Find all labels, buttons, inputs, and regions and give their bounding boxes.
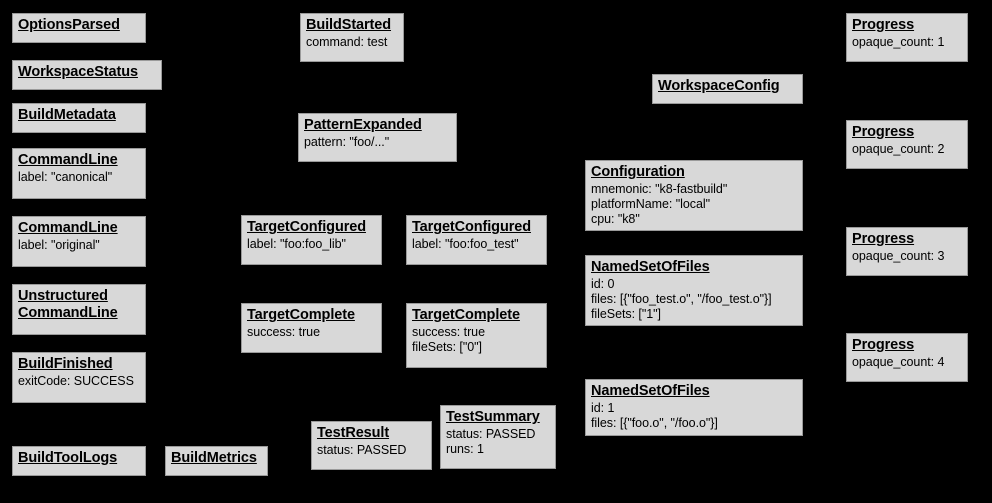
node-build-tool-logs[interactable]: BuildToolLogs: [12, 446, 146, 476]
node-fields: label: "canonical": [18, 170, 140, 185]
node-fields: pattern: "foo/...": [304, 135, 451, 150]
node-options-parsed[interactable]: OptionsParsed: [12, 13, 146, 43]
node-build-metrics[interactable]: BuildMetrics: [165, 446, 268, 476]
node-title: BuildMetrics: [171, 450, 257, 466]
node-workspace-config[interactable]: WorkspaceConfig: [652, 74, 803, 104]
node-fields: success: true: [247, 325, 376, 340]
node-fields: command: test: [306, 35, 398, 50]
node-title: BuildStarted: [306, 17, 392, 33]
node-field: opaque_count: 2: [852, 142, 945, 157]
node-workspace-status[interactable]: WorkspaceStatus: [12, 60, 162, 90]
node-progress-4[interactable]: Progress opaque_count: 4: [846, 333, 968, 382]
node-title: NamedSetOfFiles: [591, 383, 710, 399]
node-build-metadata[interactable]: BuildMetadata: [12, 103, 146, 133]
node-title: TargetConfigured: [412, 219, 531, 235]
node-title: NamedSetOfFiles: [591, 259, 710, 275]
node-title: Configuration: [591, 164, 685, 180]
node-configuration[interactable]: Configuration mnemonic: "k8-fastbuild"pla…: [585, 160, 803, 231]
node-field: fileSets: ["1"]: [591, 306, 661, 321]
node-field: status: PASSED: [317, 443, 407, 458]
node-command-line-canonical[interactable]: CommandLine label: "canonical": [12, 148, 146, 199]
node-field: label: "foo:foo_test": [412, 237, 519, 252]
node-command-line-original[interactable]: CommandLine label: "original": [12, 216, 146, 267]
node-title: Progress: [852, 337, 915, 353]
node-field: success: true: [247, 325, 320, 340]
node-field: opaque_count: 4: [852, 355, 945, 370]
node-target-configured-foo-test[interactable]: TargetConfigured label: "foo:foo_test": [406, 215, 547, 265]
node-fields: label: "foo:foo_test": [412, 237, 541, 252]
node-fields: status: PASSED: [317, 443, 426, 458]
node-fields: opaque_count: 4: [852, 355, 962, 370]
node-title: CommandLine: [18, 220, 118, 236]
node-title: WorkspaceStatus: [18, 64, 138, 80]
node-title: Unstructured CommandLine: [18, 288, 118, 322]
node-unstructured-command-line[interactable]: Unstructured CommandLine: [12, 284, 146, 335]
node-progress-1[interactable]: Progress opaque_count: 1: [846, 13, 968, 62]
node-title: TestSummary: [446, 409, 540, 425]
node-field: label: "original": [18, 238, 100, 253]
node-title: TargetConfigured: [247, 219, 366, 235]
node-title: TargetComplete: [412, 307, 520, 323]
node-pattern-expanded[interactable]: PatternExpanded pattern: "foo/...": [298, 113, 457, 162]
node-fields: opaque_count: 2: [852, 142, 962, 157]
node-title: TargetComplete: [247, 307, 355, 323]
node-field: label: "canonical": [18, 170, 113, 185]
node-progress-3[interactable]: Progress opaque_count: 3: [846, 227, 968, 276]
node-title: Progress: [852, 124, 915, 140]
node-target-complete-lib[interactable]: TargetComplete success: true: [241, 303, 382, 353]
node-field: mnemonic: "k8-fastbuild": [591, 182, 728, 197]
node-build-started[interactable]: BuildStarted command: test: [300, 13, 404, 62]
node-title: Progress: [852, 17, 915, 33]
node-field: files: [{"foo.o", "/foo.o"}]: [591, 415, 718, 430]
node-fields: exitCode: SUCCESS: [18, 374, 140, 389]
node-title: PatternExpanded: [304, 117, 422, 133]
node-field: opaque_count: 3: [852, 249, 945, 264]
node-fields: label: "foo:foo_lib": [247, 237, 376, 252]
node-field: label: "foo:foo_lib": [247, 237, 346, 252]
node-title: WorkspaceConfig: [658, 78, 780, 94]
node-fields: opaque_count: 3: [852, 249, 962, 264]
node-field: command: test: [306, 35, 388, 50]
node-field: files: [{"foo_test.o", "/foo_test.o"}]: [591, 291, 772, 306]
node-field: cpu: "k8": [591, 211, 640, 226]
node-field: success: true: [412, 325, 485, 340]
node-title: CommandLine: [18, 152, 118, 168]
node-title: OptionsParsed: [18, 17, 120, 33]
node-field: fileSets: ["0"]: [412, 339, 482, 354]
node-field: pattern: "foo/...": [304, 135, 390, 150]
node-field: runs: 1: [446, 441, 484, 456]
node-target-configured-foo-lib[interactable]: TargetConfigured label: "foo:foo_lib": [241, 215, 382, 265]
node-field: id: 1: [591, 401, 615, 416]
node-fields: opaque_count: 1: [852, 35, 962, 50]
node-fields: mnemonic: "k8-fastbuild"platformName: "l…: [591, 182, 797, 226]
node-field: status: PASSED: [446, 427, 536, 442]
node-title: BuildFinished: [18, 356, 113, 372]
node-title: BuildToolLogs: [18, 450, 118, 466]
node-progress-2[interactable]: Progress opaque_count: 2: [846, 120, 968, 169]
node-fields: label: "original": [18, 238, 140, 253]
node-test-result[interactable]: TestResult status: PASSED: [311, 421, 432, 470]
node-field: id: 0: [591, 277, 615, 292]
node-field: platformName: "local": [591, 196, 710, 211]
node-field: exitCode: SUCCESS: [18, 374, 134, 389]
node-title: BuildMetadata: [18, 107, 116, 123]
node-build-finished[interactable]: BuildFinished exitCode: SUCCESS: [12, 352, 146, 403]
node-title: TestResult: [317, 425, 390, 441]
node-title: Progress: [852, 231, 915, 247]
node-field: opaque_count: 1: [852, 35, 945, 50]
